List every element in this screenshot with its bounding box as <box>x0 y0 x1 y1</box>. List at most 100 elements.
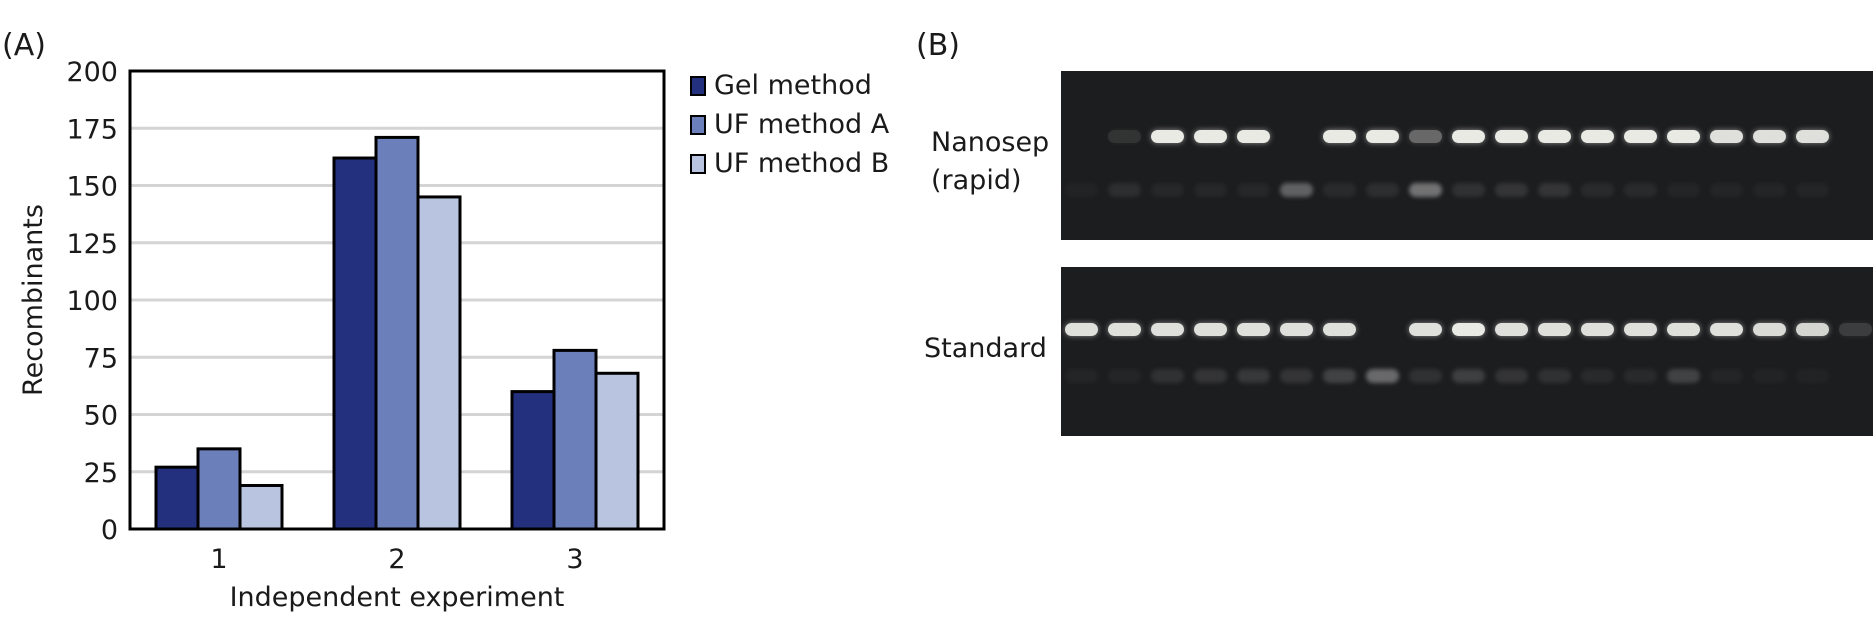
plot-frame <box>128 69 666 531</box>
gel-standard-band-lower-17 <box>1753 369 1786 383</box>
y-tick-label-25: 25 <box>84 458 118 489</box>
gel-nanosep-band-upper-2 <box>1108 130 1141 143</box>
gel-standard-band-lower-2 <box>1108 369 1141 383</box>
legend-item-gel: Gel method <box>690 66 889 105</box>
gel-nanosep-band-lower-10 <box>1452 183 1485 197</box>
panel-label-a: (A) <box>2 28 46 63</box>
legend-label-uf-a: UF method A <box>714 109 890 140</box>
gel-label-nanosep: Nanosep (rapid) <box>931 124 1049 200</box>
gel-nanosep-band-lower-5 <box>1237 183 1270 197</box>
gel-standard-band-upper-10 <box>1452 323 1485 336</box>
gel-nanosep-band-lower-9 <box>1409 183 1442 197</box>
gel-nanosep-band-upper-8 <box>1366 130 1399 143</box>
gel-standard-band-lower-4 <box>1194 369 1227 383</box>
gel-nanosep-band-lower-12 <box>1538 183 1571 197</box>
gel-label-nanosep-line1: Nanosep <box>931 127 1050 158</box>
gel-nanosep-band-upper-15 <box>1667 130 1700 143</box>
gel-nanosep-band-upper-4 <box>1194 130 1227 143</box>
gel-standard-band-lower-13 <box>1581 369 1614 383</box>
gel-nanosep-band-upper-16 <box>1710 130 1743 143</box>
x-tick-label-3: 3 <box>566 544 583 575</box>
legend-label-uf-b: UF method B <box>714 148 890 179</box>
gel-standard-band-upper-3 <box>1151 323 1184 336</box>
gel-nanosep-band-lower-18 <box>1796 183 1829 197</box>
gel-nanosep-band-lower-3 <box>1151 183 1184 197</box>
gel-nanosep-band-upper-10 <box>1452 130 1485 143</box>
y-tick-label-125: 125 <box>66 229 118 260</box>
y-tick-label-50: 50 <box>84 401 118 432</box>
gel-standard-band-lower-7 <box>1323 369 1356 383</box>
bar-1-experiment-2 <box>332 156 378 531</box>
gel-standard-band-upper-6 <box>1280 323 1313 336</box>
chart-legend: Gel method UF method A UF method B <box>690 66 889 183</box>
gel-nanosep-band-lower-6 <box>1280 183 1313 197</box>
gel-standard-band-lower-18 <box>1796 369 1829 383</box>
y-axis-label: Recombinants <box>18 204 49 396</box>
gel-standard-band-upper-16 <box>1710 323 1743 336</box>
gel-nanosep-band-lower-7 <box>1323 183 1356 197</box>
x-tick-label-2: 2 <box>388 544 405 575</box>
legend-item-uf-a: UF method A <box>690 105 889 144</box>
gel-standard-band-lower-6 <box>1280 369 1313 383</box>
gel-nanosep-band-upper-7 <box>1323 130 1356 143</box>
x-axis-label: Independent experiment <box>230 582 565 613</box>
gel-standard-band-lower-15 <box>1667 369 1700 383</box>
bar-2-experiment-2 <box>374 135 420 531</box>
gel-nanosep-band-lower-15 <box>1667 183 1700 197</box>
gel-nanosep-band-upper-12 <box>1538 130 1571 143</box>
y-tick-label-200: 200 <box>66 57 118 88</box>
gel-nanosep-band-lower-17 <box>1753 183 1786 197</box>
gel-standard-band-upper-5 <box>1237 323 1270 336</box>
gel-standard-band-lower-12 <box>1538 369 1571 383</box>
y-tick-label-175: 175 <box>66 114 118 145</box>
gel-standard-band-lower-11 <box>1495 369 1528 383</box>
gel-nanosep-band-upper-9 <box>1409 130 1442 143</box>
gel-standard-band-lower-3 <box>1151 369 1184 383</box>
gel-nanosep-band-lower-8 <box>1366 183 1399 197</box>
legend-label-gel: Gel method <box>714 70 872 101</box>
gel-standard-band-upper-19 <box>1839 323 1872 336</box>
gel-standard-band-upper-11 <box>1495 323 1528 336</box>
gel-standard-band-upper-1 <box>1065 323 1098 336</box>
gel-nanosep-band-lower-14 <box>1624 183 1657 197</box>
y-tick-label-100: 100 <box>66 286 118 317</box>
bar-2-experiment-3 <box>552 348 598 531</box>
y-tick-label-75: 75 <box>84 343 118 374</box>
legend-swatch-gel <box>690 75 706 96</box>
legend-item-uf-b: UF method B <box>690 144 889 183</box>
gel-standard-band-lower-1 <box>1065 369 1098 383</box>
gel-standard-band-upper-15 <box>1667 323 1700 336</box>
gel-nanosep-band-lower-4 <box>1194 183 1227 197</box>
x-tick-label-1: 1 <box>210 544 227 575</box>
gel-standard-band-upper-2 <box>1108 323 1141 336</box>
gel-standard-band-lower-10 <box>1452 369 1485 383</box>
gel-image-nanosep <box>1061 71 1873 240</box>
bar-3-experiment-2 <box>416 195 462 531</box>
gel-nanosep-band-upper-5 <box>1237 130 1270 143</box>
gel-standard-band-upper-17 <box>1753 323 1786 336</box>
gel-label-nanosep-line2: (rapid) <box>931 165 1022 196</box>
gel-image-standard <box>1061 267 1873 436</box>
gel-standard-band-lower-8 <box>1366 369 1399 383</box>
gel-standard-band-upper-9 <box>1409 323 1442 336</box>
gel-nanosep-band-lower-1 <box>1065 183 1098 197</box>
gel-standard-band-lower-5 <box>1237 369 1270 383</box>
gel-nanosep-band-lower-11 <box>1495 183 1528 197</box>
gel-nanosep-band-upper-18 <box>1796 130 1829 143</box>
gel-nanosep-band-lower-16 <box>1710 183 1743 197</box>
gel-nanosep-band-upper-11 <box>1495 130 1528 143</box>
bar-2-experiment-1 <box>196 447 242 531</box>
panel-label-b: (B) <box>916 28 960 63</box>
gel-nanosep-band-lower-2 <box>1108 183 1141 197</box>
gel-standard-band-lower-16 <box>1710 369 1743 383</box>
gel-standard-band-lower-9 <box>1409 369 1442 383</box>
gel-standard-band-upper-7 <box>1323 323 1356 336</box>
bar-3-experiment-3 <box>594 371 640 531</box>
gel-standard-band-upper-18 <box>1796 323 1829 336</box>
gel-nanosep-band-upper-17 <box>1753 130 1786 143</box>
y-tick-label-150: 150 <box>66 172 118 203</box>
gel-nanosep-band-upper-13 <box>1581 130 1614 143</box>
gel-standard-band-upper-13 <box>1581 323 1614 336</box>
bar-1-experiment-3 <box>510 390 556 531</box>
